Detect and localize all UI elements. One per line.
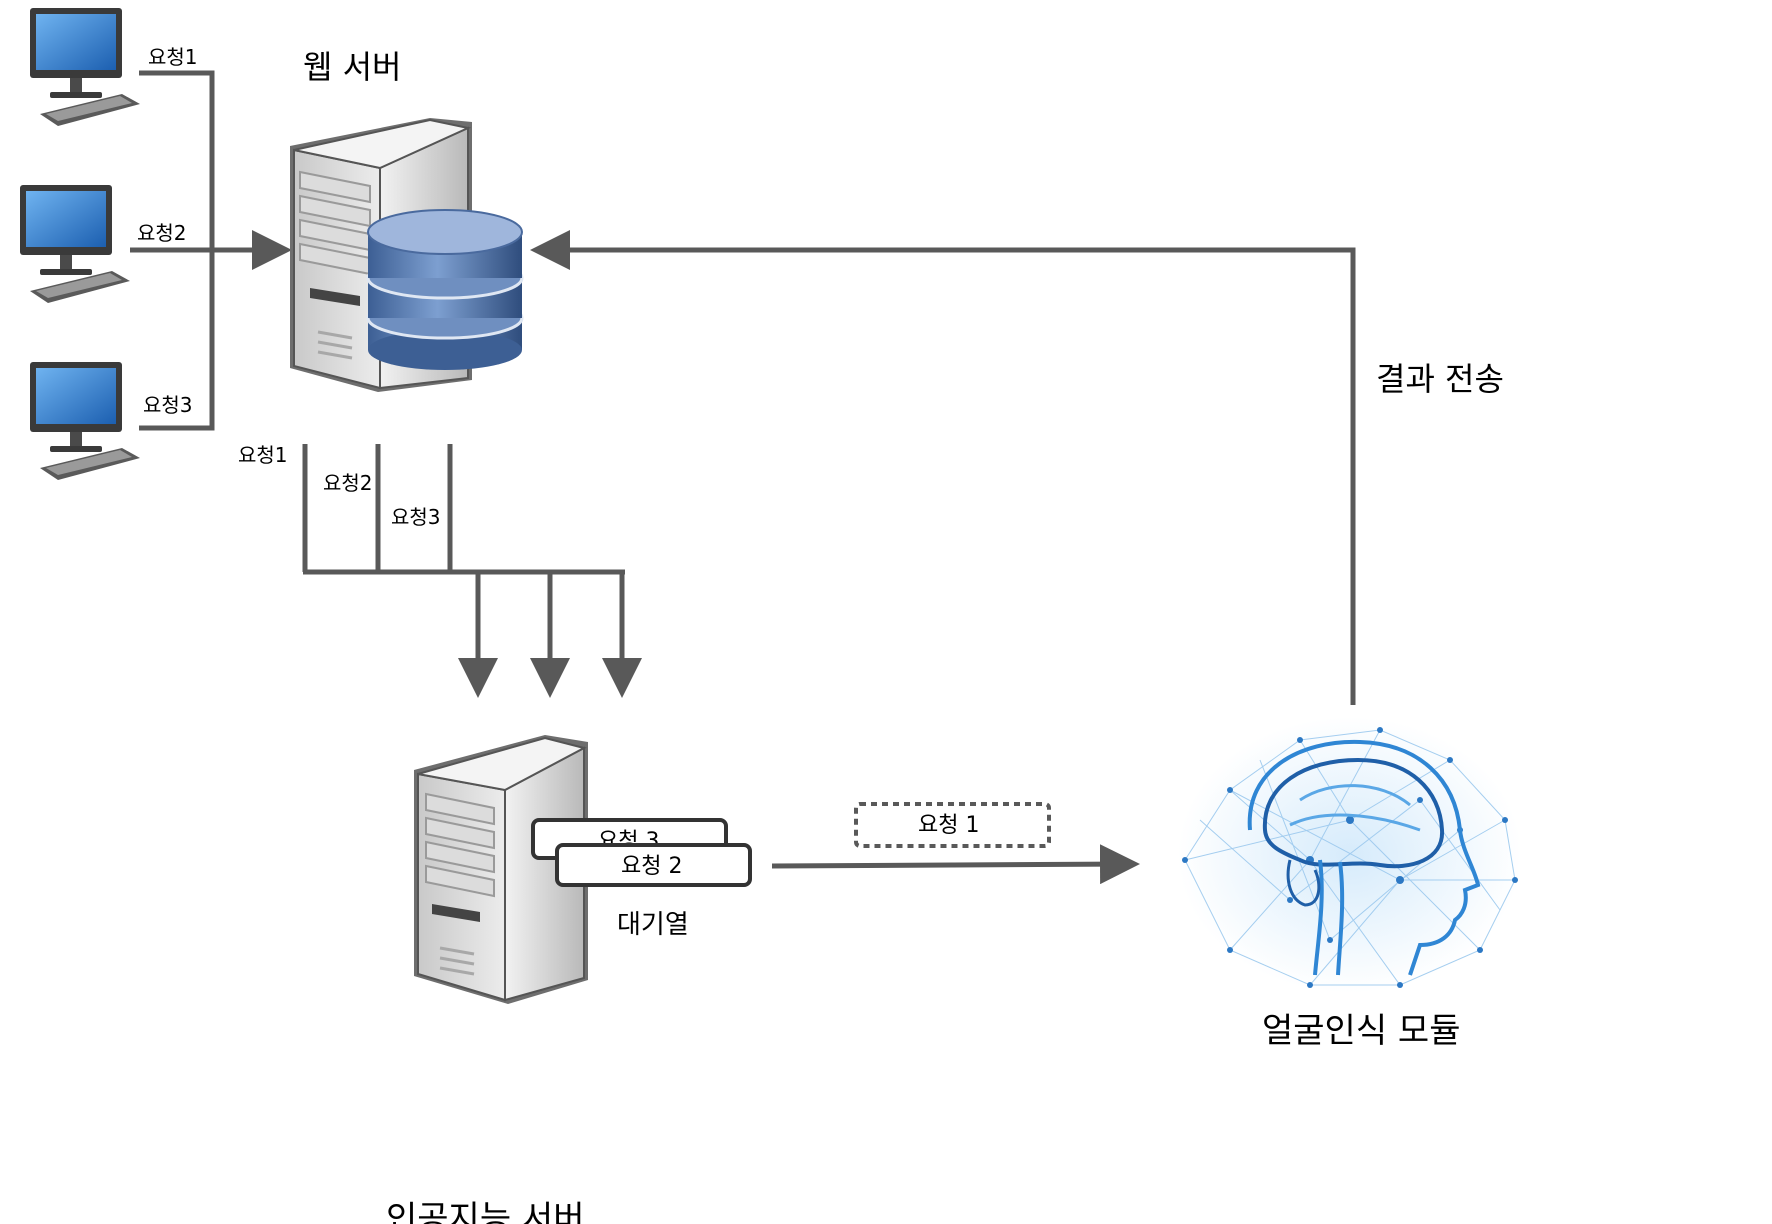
server-tower-icon: [414, 735, 588, 1004]
ai-server-title: 인공지능 서버: [386, 1199, 585, 1224]
client-request-1-label: 요청1: [148, 45, 198, 69]
client-computer-2: [20, 185, 130, 303]
face-module-title: 얼굴인식 모듈: [1262, 1011, 1461, 1051]
arrow-to-face-module: [771, 844, 1140, 885]
client-computer-3: [30, 362, 140, 480]
forward-request-2-label: 요청2: [323, 471, 373, 495]
brain-network-icon: [1178, 717, 1522, 993]
client-request-3-label: 요청3: [143, 393, 193, 417]
database-icon: [366, 209, 524, 370]
server-with-database-icon: [290, 118, 524, 392]
arrow-result-to-web-server: [530, 230, 1356, 705]
client-request-lines: [130, 70, 292, 431]
result-send-label: 결과 전송: [1376, 360, 1504, 398]
queue-item-2-label: 요청 2: [621, 854, 682, 879]
desktop-computer-icon: [30, 8, 140, 126]
forward-request-lines: [302, 444, 642, 698]
desktop-computer-icon: [30, 362, 140, 480]
queue-label: 대기열: [617, 910, 689, 940]
forward-request-1-label: 요청1: [238, 443, 288, 467]
web-server-title: 웹 서버: [303, 48, 402, 86]
queue-item-2: 요청 2: [555, 843, 752, 887]
client-computer-1: [30, 8, 140, 126]
desktop-computer-icon: [20, 185, 130, 303]
processing-request-box: 요청 1: [854, 802, 1051, 848]
processing-request-label: 요청 1: [918, 813, 979, 838]
client-request-2-label: 요청2: [137, 221, 187, 245]
forward-request-3-label: 요청3: [391, 505, 441, 529]
